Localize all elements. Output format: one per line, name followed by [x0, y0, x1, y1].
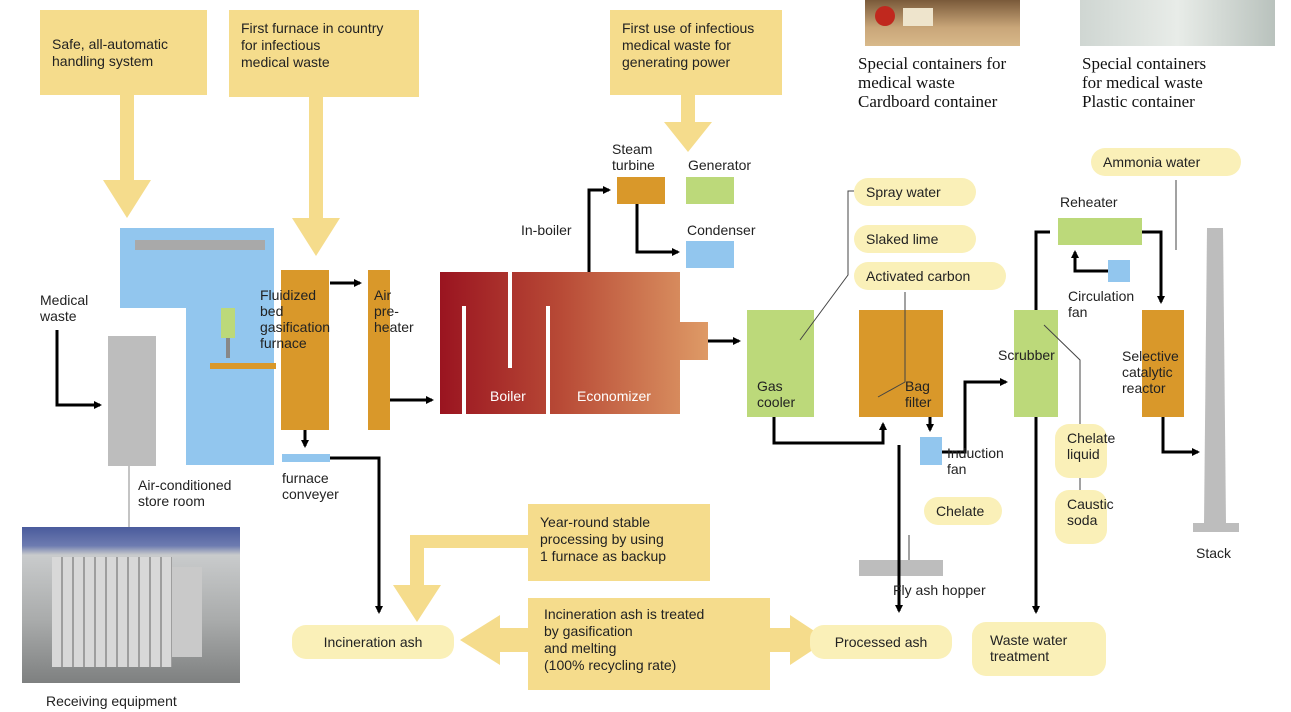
leader-lines — [799, 180, 1177, 560]
pill-ammonia-water: Ammonia water — [1091, 148, 1241, 176]
callout-arrows — [103, 85, 828, 665]
receiving-unit — [108, 336, 156, 466]
label-condenser: Condenser — [687, 222, 756, 238]
label-bag-filter: Bag filter — [905, 378, 932, 410]
pill-caustic-soda: Caustic soda — [1055, 490, 1114, 544]
pill-chelate: Chelate — [924, 497, 1002, 525]
label-receiving-equipment: Receiving equipment — [46, 693, 177, 709]
label-fly-ash-hopper: Fly ash hopper — [893, 582, 986, 598]
stack-base — [1193, 523, 1239, 532]
pill-slaked-lime: Slaked lime — [854, 225, 976, 253]
caption-cardboard-container: Special containers for medical waste Car… — [858, 54, 1007, 111]
callout-auto-handling: Safe, all-automatic handling system — [40, 10, 207, 95]
pill-spray-water: Spray water — [854, 178, 976, 206]
callout-incineration-treated: Incineration ash is treated by gasificat… — [528, 598, 770, 690]
store-room — [120, 228, 274, 465]
label-air-preheater: Air pre- heater — [374, 287, 414, 335]
boiler-baffles — [462, 272, 550, 414]
feed-plate — [210, 363, 276, 369]
pill-incineration-ash: Incineration ash — [292, 625, 454, 659]
callout-year-round: Year-round stable processing by using 1 … — [528, 504, 710, 581]
container-label-patch — [903, 8, 933, 26]
arrow-to-processed — [770, 615, 828, 665]
label-scrubber: Scrubber — [998, 347, 1055, 363]
store-room-top-bar — [135, 240, 265, 250]
caption-plastic-container: Special containers for medical waste Pla… — [1082, 54, 1207, 111]
arrow-furnace — [292, 97, 340, 256]
scr-reactor — [1142, 310, 1184, 417]
feeder-stem — [226, 338, 230, 358]
feeder — [221, 308, 235, 338]
label-circulation-fan: Circulation fan — [1068, 288, 1135, 320]
stack — [1204, 228, 1226, 524]
biohazard-symbol — [875, 6, 895, 26]
arrow-to-incineration — [460, 615, 528, 665]
label-stack: Stack — [1196, 545, 1232, 561]
label-induction-fan: Induction fan — [947, 445, 1004, 477]
pill-processed-ash: Processed ash — [810, 625, 952, 659]
label-furnace-conveyer: furnace conveyer — [282, 470, 339, 502]
arrow-handling — [103, 85, 151, 218]
label-steam-turbine: Steam turbine — [612, 141, 655, 173]
label-gas-cooler: Gas cooler — [757, 378, 796, 410]
callout-first-furnace: First furnace in country for infectious … — [229, 10, 419, 97]
arrow-first-use — [664, 95, 712, 152]
label-boiler: Boiler — [490, 388, 526, 404]
generator — [686, 177, 734, 204]
pill-waste-water-treatment: Waste water treatment — [972, 622, 1106, 676]
label-gasification-furnace: Fluidized bed gasification furnace — [260, 287, 331, 351]
steam-turbine — [617, 177, 665, 204]
condenser — [686, 241, 734, 268]
gas-cooler — [747, 310, 814, 417]
receiving-equipment-photo — [22, 527, 240, 683]
label-scr-reactor: Selective catalytic reactor — [1122, 348, 1179, 396]
label-generator: Generator — [688, 157, 752, 173]
container-photo-plastic — [1080, 0, 1275, 46]
boiler — [440, 272, 708, 414]
fly-ash-hopper — [859, 560, 943, 576]
label-medical-waste: Medical waste — [40, 292, 89, 324]
bag-filter — [859, 310, 943, 417]
circulation-fan — [1108, 260, 1130, 282]
pill-activated-carbon: Activated carbon — [854, 262, 1006, 290]
induction-fan — [920, 437, 942, 465]
label-in-boiler: In-boiler — [521, 222, 572, 238]
pill-chelate-liquid: Chelate liquid — [1055, 424, 1115, 478]
reheater — [1058, 218, 1142, 245]
gasification-furnace — [281, 270, 329, 430]
label-economizer: Economizer — [577, 388, 651, 404]
scrubber — [1014, 310, 1058, 417]
arrow-year-round — [393, 535, 528, 622]
furnace-conveyer — [282, 454, 330, 462]
callout-first-use: First use of infectious medical waste fo… — [610, 10, 782, 95]
label-reheater: Reheater — [1060, 194, 1118, 210]
air-preheater — [368, 270, 390, 430]
container-photo-cardboard — [865, 0, 1020, 46]
flow-lines — [55, 186, 1200, 614]
label-air-conditioned-store-room: Air-conditioned store room — [138, 477, 232, 509]
